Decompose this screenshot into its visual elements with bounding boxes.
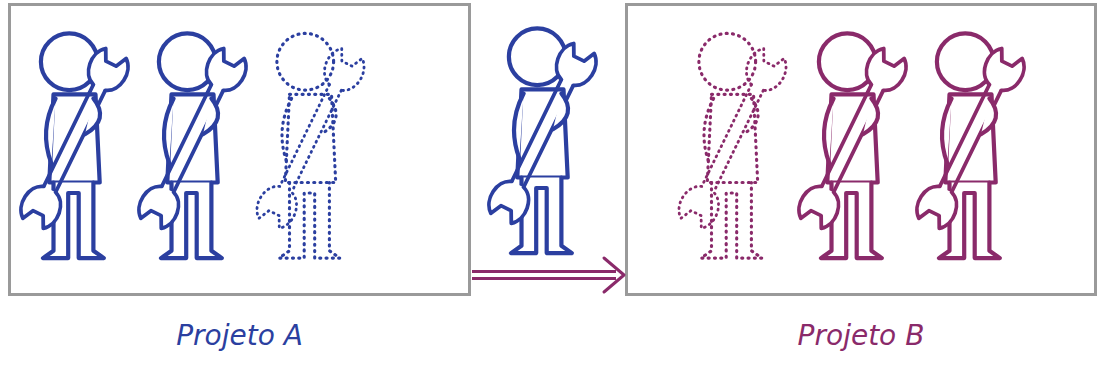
absent-worker-figure [674,33,791,258]
moving-worker-figure [484,28,601,253]
arrow-head [604,258,624,292]
project-box: Projeto A [8,3,471,296]
project-label: Projeto B [628,319,1094,352]
worker-figure [912,33,1029,258]
worker-figure [134,33,251,258]
project-box: Projeto B [625,3,1097,296]
worker-group [16,28,1029,258]
transfer-arrow [472,270,616,280]
arrow-inner-gap [472,273,616,277]
worker-figure [16,33,133,258]
project-label: Projeto A [11,319,468,352]
absent-worker-figure [252,33,369,258]
transfer-arrow-group [472,258,624,292]
worker-figure [794,33,911,258]
